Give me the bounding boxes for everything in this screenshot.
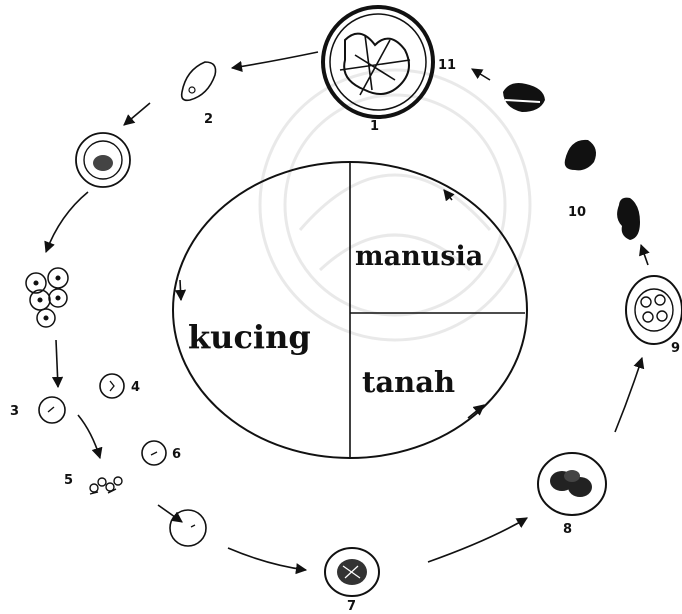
stage-4-label: 4: [131, 380, 140, 395]
stage-10-forms: [565, 140, 640, 240]
arrow-7-to-8: [428, 518, 527, 562]
circle-arrow-left: [180, 280, 181, 300]
stage-6-cell: [142, 441, 166, 465]
circle-arrow-bottom-right: [468, 405, 484, 418]
stage-8-sporulating-oocyst: [538, 453, 606, 515]
stage-11-form: [503, 83, 545, 112]
stage-9-sporulated-oocyst: [626, 276, 682, 344]
arrow-11-to-1: [472, 69, 490, 80]
stage-5-microgametes: [90, 477, 122, 494]
cycle-arrows: [46, 52, 648, 570]
arrow-3-to-5: [78, 415, 100, 458]
stage-schizont-cell: [76, 133, 130, 187]
region-kucing: kucing: [188, 318, 311, 356]
stage-1-tissue-cyst: [323, 7, 433, 117]
arrow-zygote-to-7: [228, 548, 306, 570]
stage-6-label: 6: [172, 447, 181, 462]
central-circle: [173, 162, 527, 458]
arrow-1-to-2: [232, 52, 318, 68]
region-manusia: manusia: [355, 241, 483, 272]
stage-7-label: 7: [347, 599, 356, 614]
arrow-2-to-cell: [124, 103, 150, 125]
stage-1-label: 1: [370, 119, 379, 134]
stage-7-oocyst: [325, 548, 379, 596]
stage-zygote: [170, 510, 206, 546]
stage-10-label: 10: [568, 205, 586, 220]
stage-9-label: 9: [671, 341, 680, 356]
stage-11-label: 11: [438, 58, 456, 73]
arrow-cell-to-cluster: [46, 192, 88, 252]
region-tanah: tanah: [362, 365, 455, 399]
stage-5-label: 5: [64, 473, 73, 488]
stage-cell-cluster: [26, 268, 68, 327]
stage-4-macrogamete: [100, 374, 124, 398]
stage-8-label: 8: [563, 522, 572, 537]
arrow-8-to-9: [615, 358, 642, 432]
stage-3-label: 3: [10, 404, 19, 419]
arrow-cluster-to-3: [56, 340, 58, 387]
stage-3-microgamete-cell: [39, 397, 65, 423]
watermark-seal: [260, 70, 530, 340]
stage-2-tachyzoite: [182, 62, 216, 100]
arrow-9-to-10: [641, 245, 648, 265]
stage-2-label: 2: [204, 112, 213, 127]
